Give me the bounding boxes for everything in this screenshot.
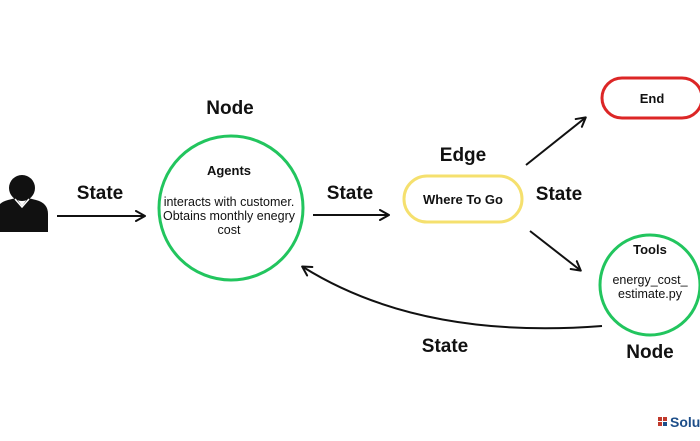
arrow-tools-to-agent bbox=[301, 265, 603, 330]
node-caption-agents: Node bbox=[206, 98, 254, 119]
tools-node-title: Tools bbox=[633, 242, 667, 257]
edge-caption: Edge bbox=[440, 145, 486, 166]
end-node-box bbox=[600, 76, 700, 120]
brand-text: Solu bbox=[670, 414, 700, 430]
end-node-label: End bbox=[640, 91, 665, 106]
brand-logo-icon bbox=[658, 417, 667, 426]
tools-node-line1: energy_cost_ bbox=[612, 273, 688, 287]
agents-node-line1: interacts with customer. bbox=[164, 195, 295, 209]
arrow-edge-to-end bbox=[525, 116, 587, 166]
edge-node-box bbox=[402, 174, 524, 224]
agents-node-line3: cost bbox=[218, 223, 241, 237]
user-silhouette-icon bbox=[0, 175, 48, 232]
agents-node-circle bbox=[157, 134, 305, 282]
state-label-user-to-agent: State bbox=[77, 183, 123, 204]
agents-node-line2: Obtains monthly enegry bbox=[163, 209, 296, 223]
agents-node-title: Agents bbox=[207, 163, 251, 178]
state-label-agent-to-edge: State bbox=[327, 183, 373, 204]
edge-node-label: Where To Go bbox=[423, 192, 503, 207]
node-caption-tools: Node bbox=[626, 342, 674, 363]
state-label-return: State bbox=[422, 336, 468, 357]
arrow-edge-to-tools bbox=[529, 230, 582, 272]
tools-node-line2: estimate.py bbox=[618, 287, 683, 301]
tools-node-circle bbox=[598, 233, 700, 337]
state-label-edge-out: State bbox=[536, 184, 582, 205]
